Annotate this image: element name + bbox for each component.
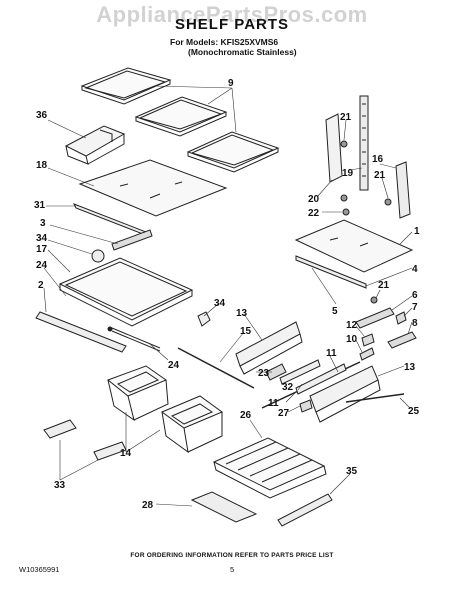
model-variant: (Monochromatic Stainless): [188, 47, 297, 57]
callout-27: 27: [278, 408, 290, 419]
screw-20: [340, 194, 348, 202]
bracket-13-left: [235, 321, 303, 375]
rod-24: [111, 327, 161, 352]
callout-13: 13: [236, 308, 248, 319]
callout-22: 22: [308, 208, 320, 219]
screw-21: [340, 140, 348, 148]
shelf-frame-right: [186, 131, 280, 173]
trim-28: [190, 491, 258, 523]
callout-3: 3: [40, 218, 46, 229]
rod-15: [177, 347, 255, 389]
callout-34b: 34: [214, 298, 226, 309]
handle-33-a: [43, 419, 77, 439]
bracket-8: [387, 331, 417, 349]
callout-8: 8: [412, 318, 418, 329]
callout-20: 20: [308, 194, 320, 205]
rail-3: [111, 229, 153, 251]
ladder-rail-19: [359, 95, 369, 191]
callout-7: 7: [412, 302, 418, 313]
callout-31: 31: [34, 200, 46, 211]
leader-lines: [43, 85, 413, 507]
callout-18: 18: [36, 160, 48, 171]
callout-35: 35: [346, 466, 358, 477]
crisper-drawer-left: [106, 365, 169, 422]
crisper-cover-17: [58, 257, 194, 327]
trim-4: [295, 255, 367, 289]
part-10: [359, 347, 375, 361]
model-info: For Models: KFIS25XVMS6 (Monochromatic S…: [170, 37, 297, 57]
trim-2: [35, 311, 127, 353]
glass-shelf-1: [294, 219, 414, 273]
callout-26: 26: [240, 410, 252, 421]
screw-21c: [370, 296, 378, 304]
callout-34: 34: [36, 233, 48, 244]
document-number: W10365991: [19, 565, 60, 574]
callout-21b: 21: [374, 170, 386, 181]
callout-24b: 24: [168, 360, 180, 371]
callout-12: 12: [346, 320, 358, 331]
glass-shelf-18: [78, 159, 228, 217]
part-12: [361, 333, 375, 347]
callout-24: 24: [36, 260, 48, 271]
shelf-frame-left: [80, 67, 172, 105]
callout-5: 5: [332, 306, 338, 317]
callout-23: 23: [258, 368, 270, 379]
bracket-13-right: [309, 365, 381, 423]
callout-28: 28: [142, 500, 154, 511]
shelf-frame-middle: [134, 96, 228, 137]
callout-25: 25: [408, 406, 420, 417]
rail-11b: [295, 363, 347, 395]
callout-21c: 21: [378, 280, 390, 291]
callout-15: 15: [240, 326, 252, 337]
clip-27: [299, 399, 313, 413]
callout-16: 16: [372, 154, 384, 165]
callout-11b: 11: [326, 348, 337, 359]
callout-11: 11: [268, 398, 279, 409]
callout-19: 19: [342, 168, 354, 179]
callout-6: 6: [412, 290, 418, 301]
callout-2: 2: [38, 280, 44, 291]
callout-32: 32: [282, 382, 294, 393]
knob-34: [91, 249, 105, 263]
callout-4: 4: [412, 264, 418, 275]
callout-13b: 13: [404, 362, 416, 373]
model-number: For Models: KFIS25XVMS6: [170, 37, 279, 47]
screw-22: [342, 208, 350, 216]
part-23: [265, 363, 287, 381]
rail-16: [395, 161, 411, 219]
part-32: [279, 359, 321, 385]
callout-10: 10: [346, 334, 358, 345]
bracket-21-upper: [325, 113, 343, 183]
page-number: 5: [230, 565, 235, 574]
trim-35: [277, 493, 333, 527]
screw-21b: [384, 198, 392, 206]
ordering-note: FOR ORDERING INFORMATION REFER TO PARTS …: [130, 552, 334, 559]
callout-9: 9: [228, 78, 234, 89]
callout-36: 36: [36, 110, 48, 121]
callout-1: 1: [414, 226, 420, 237]
wire-tray-26: [212, 437, 327, 499]
bracket-6: [355, 307, 395, 329]
watermark: AppliancePartsPros.com: [96, 2, 368, 27]
clip-34: [197, 311, 211, 327]
bin-36: [64, 125, 126, 165]
callout-21: 21: [340, 112, 352, 123]
callout-17: 17: [36, 244, 48, 255]
trim-strip-31: [72, 203, 150, 237]
callout-33: 33: [54, 480, 66, 491]
rod-25: [345, 393, 405, 403]
page-title: SHELF PARTS: [174, 16, 290, 33]
callout-14: 14: [120, 448, 132, 459]
callout-labels: 9 36 18 31 3 34 17 24 2 24 34 13 15 23 3…: [34, 78, 420, 511]
clip-7: [395, 311, 407, 325]
crisper-drawer-right: [160, 395, 224, 454]
